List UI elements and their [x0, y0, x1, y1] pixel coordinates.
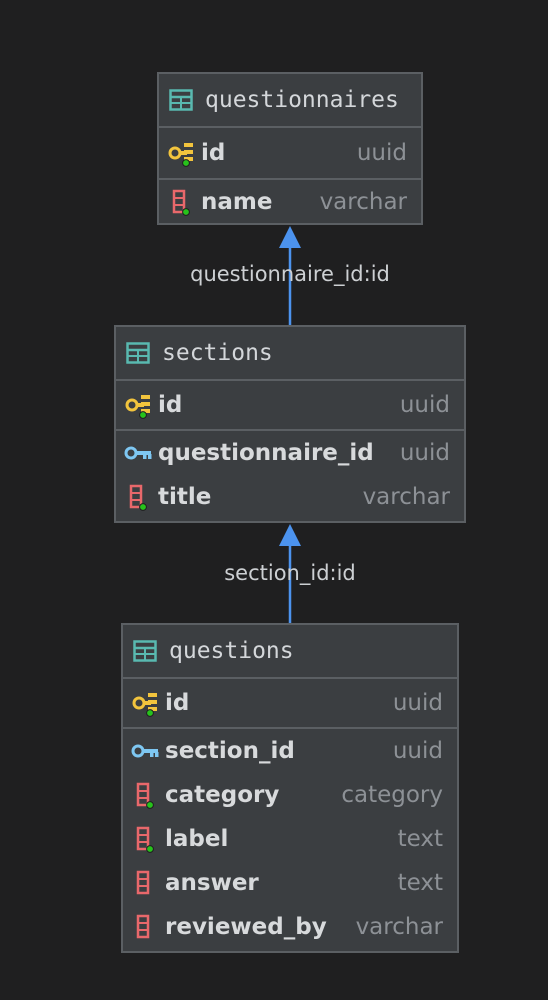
column-name: id: [165, 690, 190, 716]
column-icon: [136, 914, 150, 939]
table-icon: [126, 342, 150, 364]
column-name: label: [165, 826, 229, 852]
table-name: questionnaires: [205, 87, 399, 113]
column-name: id: [201, 140, 226, 166]
column-notnull-icon: [136, 782, 154, 809]
foreign-key-icon: [124, 446, 152, 460]
pk-section: id uuid: [116, 381, 464, 431]
column-name: questionnaire_id: [158, 440, 374, 466]
column-name: reviewed_by: [165, 914, 327, 940]
column-row-id[interactable]: id uuid: [116, 381, 464, 429]
column-row-category[interactable]: category category: [123, 773, 457, 817]
column-row-reviewed-by[interactable]: reviewed_by varchar: [123, 905, 457, 949]
relation-label-questionnaire: questionnaire_id:id: [190, 262, 390, 286]
column-type: uuid: [399, 392, 450, 418]
column-notnull-icon: [129, 484, 147, 511]
column-row-id[interactable]: id uuid: [123, 679, 457, 727]
pk-section: id uuid: [159, 128, 421, 180]
primary-key-icon: [168, 143, 193, 167]
table-questionnaires[interactable]: questionnaires id uuid name var: [157, 72, 423, 225]
column-name: section_id: [165, 738, 295, 764]
column-type: text: [397, 870, 443, 896]
table-questions[interactable]: questions id uuid section_id uu: [121, 623, 459, 953]
column-notnull-icon: [136, 826, 154, 853]
column-notnull-icon: [172, 189, 190, 216]
column-row-title[interactable]: title varchar: [116, 475, 464, 519]
column-type: uuid: [399, 440, 450, 466]
relation-label-section: section_id:id: [224, 561, 356, 585]
columns-section: name varchar: [159, 180, 421, 224]
column-row-label[interactable]: label text: [123, 817, 457, 861]
table-header: questionnaires: [159, 74, 421, 128]
columns-section: section_id uuid category category label …: [123, 729, 457, 949]
column-type: varchar: [355, 914, 443, 940]
column-type: varchar: [319, 189, 407, 215]
column-type: category: [341, 782, 443, 808]
column-type: varchar: [362, 484, 450, 510]
column-name: answer: [165, 870, 259, 896]
table-name: questions: [169, 638, 294, 664]
relation-arrow-questionnaire[interactable]: [279, 226, 301, 326]
column-row-section-id[interactable]: section_id uuid: [123, 729, 457, 773]
table-sections[interactable]: sections id uuid questionnaire_id: [114, 325, 466, 523]
table-icon: [169, 89, 193, 111]
column-name: name: [201, 189, 273, 215]
foreign-key-icon: [131, 744, 159, 758]
column-name: category: [165, 782, 280, 808]
column-icon: [136, 870, 150, 895]
column-row-id[interactable]: id uuid: [159, 128, 421, 178]
column-name: title: [158, 484, 212, 510]
table-icon: [133, 640, 157, 662]
table-header: sections: [116, 327, 464, 381]
column-type: uuid: [392, 738, 443, 764]
column-row-questionnaire-id[interactable]: questionnaire_id uuid: [116, 431, 464, 475]
table-name: sections: [162, 340, 273, 366]
column-row-answer[interactable]: answer text: [123, 861, 457, 905]
relation-arrow-section[interactable]: [279, 524, 301, 624]
primary-key-icon: [132, 693, 157, 717]
table-header: questions: [123, 625, 457, 679]
column-name: id: [158, 392, 183, 418]
column-type: uuid: [356, 140, 407, 166]
column-type: text: [397, 826, 443, 852]
columns-section: questionnaire_id uuid title varchar: [116, 431, 464, 519]
primary-key-icon: [125, 395, 150, 419]
column-row-name[interactable]: name varchar: [159, 180, 421, 224]
pk-section: id uuid: [123, 679, 457, 729]
column-type: uuid: [392, 690, 443, 716]
